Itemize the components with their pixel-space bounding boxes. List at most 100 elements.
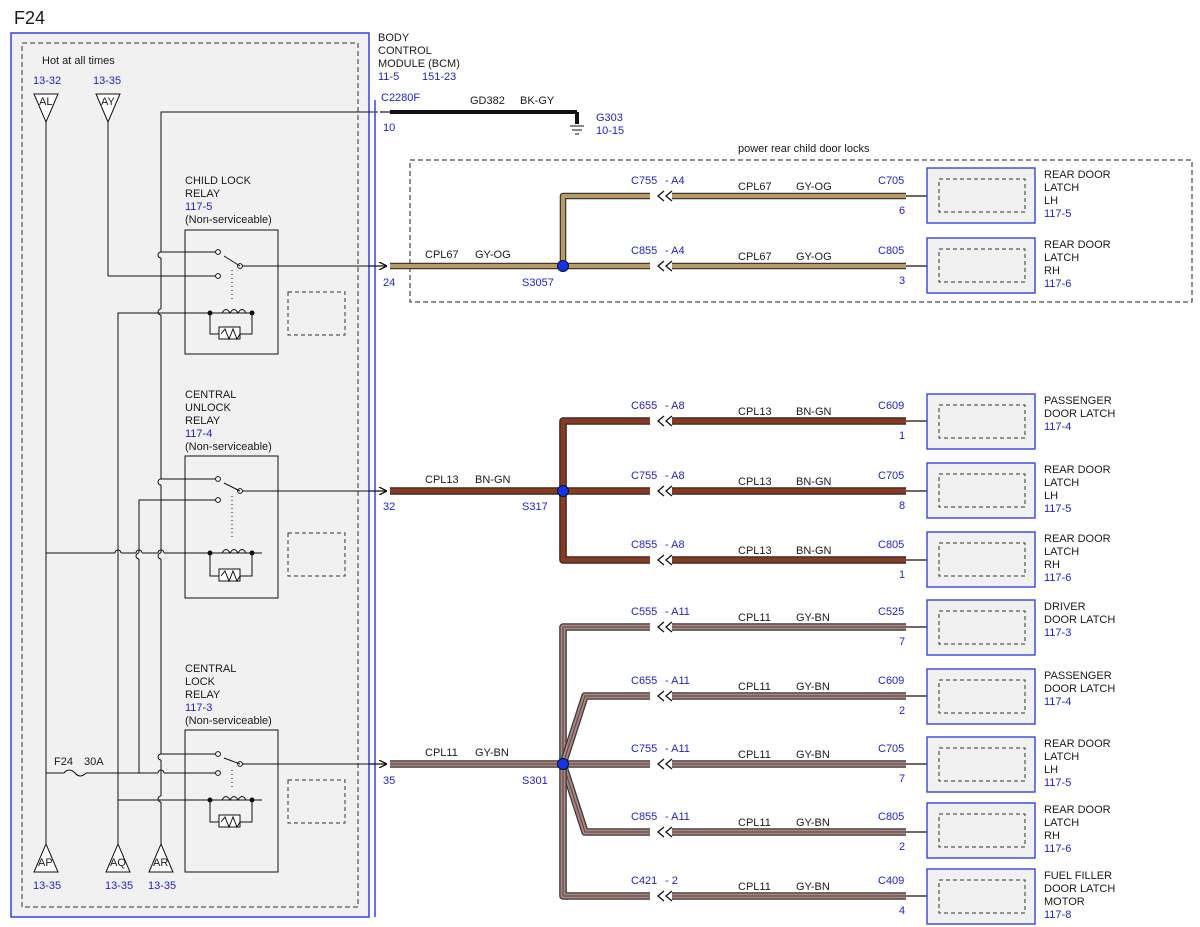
relay-ref: 117-3 (185, 702, 212, 714)
branch-wire[interactable] (559, 764, 650, 900)
inline-connector-label: C755 (631, 470, 657, 482)
branch-color: GY-BN (796, 881, 830, 893)
branch-wire[interactable] (559, 692, 650, 766)
device-name-line: REAR DOOR (1044, 738, 1111, 750)
branch-circuit: CPL13 (738, 406, 772, 418)
device-connector-label: C609 (878, 400, 904, 412)
branch-wire[interactable] (559, 491, 650, 564)
device-name-line: FUEL FILLER (1044, 870, 1112, 882)
trunk-color: GY-BN (475, 747, 509, 759)
connector-AQ[interactable]: AQ 13-35 (105, 842, 133, 892)
inline-connector-chevron (664, 485, 673, 497)
relay-name-line: CENTRAL (185, 389, 236, 401)
inline-connector-chevron (664, 621, 673, 633)
device-component[interactable] (926, 668, 1036, 725)
device-component[interactable] (926, 237, 1036, 294)
inline-connector-pin: - A11 (665, 811, 690, 823)
branch-circuit: CPL13 (738, 545, 772, 557)
branch-circuit: CPL11 (738, 612, 771, 624)
device-pin: 1 (899, 569, 905, 581)
device-name-line: LATCH (1044, 477, 1079, 489)
branch-color: GY-BN (796, 681, 830, 693)
device-ref: 117-5 (1044, 208, 1071, 220)
trunk-circuit: CPL11 (425, 747, 458, 759)
connector-AP[interactable]: AP 13-35 (33, 842, 61, 892)
relay-ref: 117-5 (185, 201, 212, 213)
inline-connector-label: C655 (631, 400, 657, 412)
fuse-box-internal-wiring (45, 111, 378, 844)
device-ref: 117-6 (1044, 843, 1071, 855)
branch-circuit: CPL11 (738, 817, 771, 829)
connector-code: AL (39, 96, 52, 108)
branch-wire[interactable] (559, 623, 650, 764)
inline-connector-pin: - A4 (665, 245, 685, 257)
trunk-pin: 32 (383, 501, 395, 513)
option-box-label: power rear child door locks (738, 143, 870, 155)
fuse-box-inner-boundary (21, 42, 359, 908)
device-component[interactable] (926, 167, 1036, 224)
bcm-name-line: MODULE (BCM) (378, 58, 460, 70)
device-component[interactable] (926, 393, 1036, 450)
ground-wire[interactable] (380, 110, 579, 124)
inline-connector-label: C655 (631, 675, 657, 687)
branch-color: BN-GN (796, 545, 832, 557)
relay-name-line: CENTRAL (185, 663, 236, 675)
bcm-name-line: BODY (378, 32, 410, 44)
branch-color: GY-BN (796, 612, 830, 624)
connector-ref: 13-35 (93, 75, 121, 87)
bcm-name-line: CONTROL (378, 45, 432, 57)
branch-color: GY-BN (796, 817, 830, 829)
device-connector-label: C705 (878, 470, 904, 482)
splice-dot (557, 758, 569, 770)
branch-wire[interactable] (559, 417, 650, 491)
connector-AY[interactable]: 13-35 AY (93, 75, 121, 124)
device-component[interactable] (926, 462, 1036, 519)
relay-name-line: RELAY (185, 415, 221, 427)
ground-name: G303 (596, 112, 623, 124)
inline-connector-label: C855 (631, 539, 657, 551)
branch-wire[interactable] (559, 192, 650, 266)
inline-connector-label: C855 (631, 245, 657, 257)
inline-connector-pin: - A8 (665, 470, 685, 482)
device-component[interactable] (926, 802, 1036, 859)
device-component[interactable] (926, 599, 1036, 656)
device-component[interactable] (926, 736, 1036, 793)
device-ref: 117-5 (1044, 777, 1071, 789)
relay-central-unlock: CENTRAL UNLOCK RELAY 117-4 (Non-servicea… (184, 389, 378, 599)
option-box (409, 159, 1193, 303)
fuse-box-title: Hot at all times (42, 55, 115, 67)
device-component[interactable] (926, 868, 1036, 925)
inline-connector-pin: - A11 (665, 743, 690, 755)
branch-circuit: CPL67 (738, 181, 772, 193)
relay-ref: 117-4 (185, 428, 212, 440)
inline-connector-chevron (656, 554, 665, 566)
relay-name-line: RELAY (185, 188, 221, 200)
device-name-line: LH (1044, 490, 1058, 502)
splice-label: S3057 (522, 277, 554, 289)
relay-central-lock: CENTRAL LOCK RELAY 117-3 (Non-serviceabl… (184, 663, 378, 873)
device-component[interactable] (926, 531, 1036, 588)
device-pin: 7 (899, 636, 905, 648)
branch-color: GY-BN (796, 749, 830, 761)
device-pin: 1 (899, 430, 905, 442)
connector-AR[interactable]: AR 13-35 (148, 842, 176, 892)
device-name-line: DOOR LATCH (1044, 614, 1115, 626)
branch-wire[interactable] (559, 762, 650, 836)
device-name-line: RH (1044, 265, 1060, 277)
bcm-connector-label: C2280F (381, 92, 420, 104)
inline-connector-chevron (656, 260, 665, 272)
branch-color: GY-OG (796, 251, 832, 263)
device-ref: 117-6 (1044, 572, 1071, 584)
branch-circuit: CPL11 (738, 749, 771, 761)
inline-connector-pin: - A11 (665, 606, 690, 618)
connector-code: AP (38, 857, 53, 869)
inline-connector-chevron (664, 758, 673, 770)
connector-AL[interactable]: 13-32 AL (33, 75, 61, 124)
inline-connector-label: C421 (631, 875, 657, 887)
trunk-pin: 24 (383, 277, 395, 289)
trunk-pin: 35 (383, 775, 395, 787)
bcm-ground-pin: 10 (383, 122, 395, 134)
device-name-line: REAR DOOR (1044, 533, 1111, 545)
